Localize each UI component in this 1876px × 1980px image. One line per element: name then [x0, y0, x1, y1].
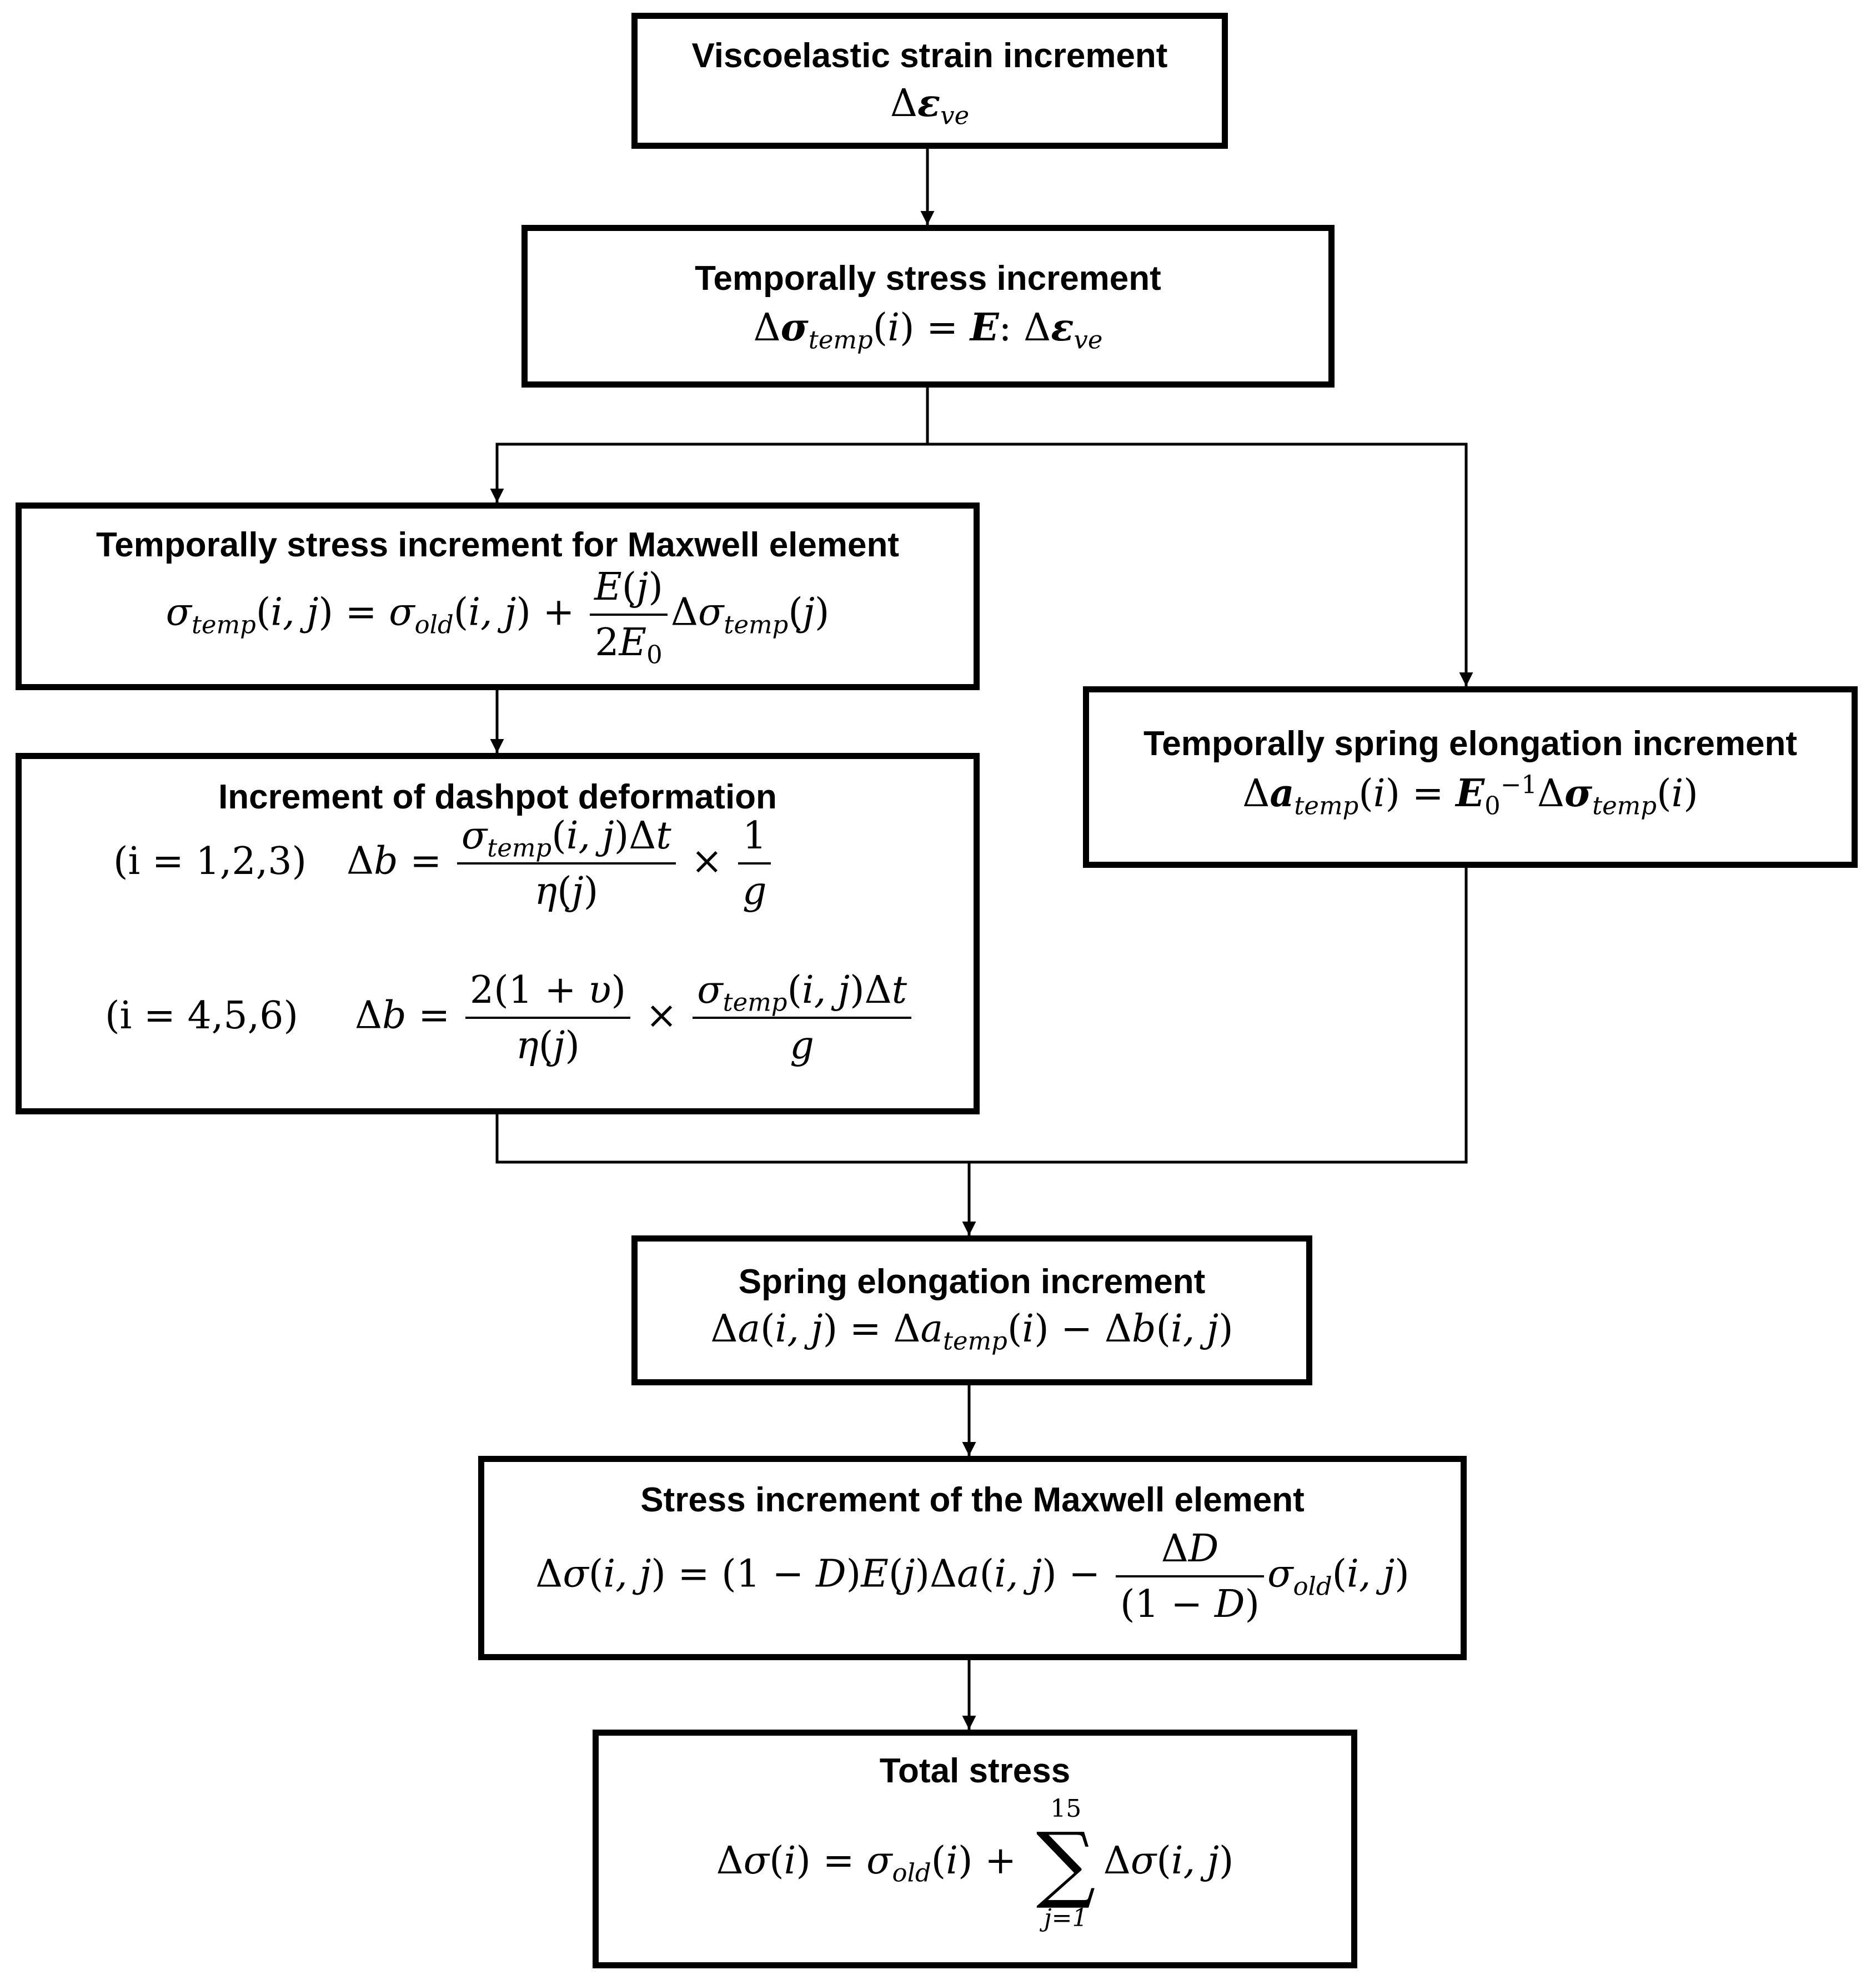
sum-upper-limit: 15: [1050, 1795, 1082, 1823]
edge-temp-stress-split: [490, 388, 929, 502]
node-maxwell-temp-stress: Temporally stress increment for Maxwell …: [16, 502, 980, 690]
node-title: Increment of dashpot deformation: [218, 778, 777, 816]
node-title: Spring elongation increment: [738, 1263, 1206, 1301]
node-title: Stress increment of the Maxwell element: [640, 1481, 1305, 1519]
node-title: Temporally stress increment for Maxwell …: [96, 526, 900, 564]
node-equation: Δσ(i, j) = (1 − D)E(j)Δa(i, j) − ΔD(1 − …: [535, 1527, 1409, 1627]
node-spring-elongation: Spring elongation increment Δa(i, j) = Δ…: [631, 1235, 1312, 1385]
node-maxwell-stress: Stress increment of the Maxwell element …: [478, 1456, 1467, 1660]
node-dashpot-deformation: Increment of dashpot deformation (i = 1,…: [16, 753, 980, 1114]
node-title: Viscoelastic strain increment: [691, 37, 1168, 75]
node-equation: Δεve: [890, 81, 970, 130]
edge-spring-temp-to-merge: [969, 868, 1468, 1164]
node-temporally-stress: Temporally stress increment Δσtemp(i) = …: [521, 225, 1335, 388]
node-equation: Δatemp(i) = E0−1Δσtemp(i): [1242, 770, 1698, 821]
node-title: Temporally stress increment: [695, 259, 1161, 298]
summation-symbol: 15∑j=1: [1036, 1795, 1096, 1932]
edge-dashpot-to-merge: [495, 1114, 969, 1164]
node-equation: Δa(i, j) = Δatemp(i) − Δb(i, j): [710, 1307, 1233, 1356]
node-title: Total stress: [879, 1752, 1071, 1790]
sum-lower-limit: j=1: [1044, 1904, 1088, 1932]
dashpot-case-2: (i = 4,5,6)Δb = 2(1 + υ)η(j) × σtemp(i, …: [105, 968, 915, 1068]
case-2-condition: (i = 4,5,6): [105, 993, 299, 1038]
node-equation: Δσtemp(i) = E: Δεve: [753, 305, 1103, 355]
node-viscoelastic-strain: Viscoelastic strain increment Δεve: [631, 13, 1228, 149]
node-title: Temporally spring elongation increment: [1143, 725, 1798, 763]
case-1-condition: (i = 1,2,3): [113, 839, 307, 883]
edge-temp-stress-to-spring-temp: [927, 443, 1473, 686]
node-spring-temp-elongation: Temporally spring elongation increment Δ…: [1083, 686, 1858, 868]
